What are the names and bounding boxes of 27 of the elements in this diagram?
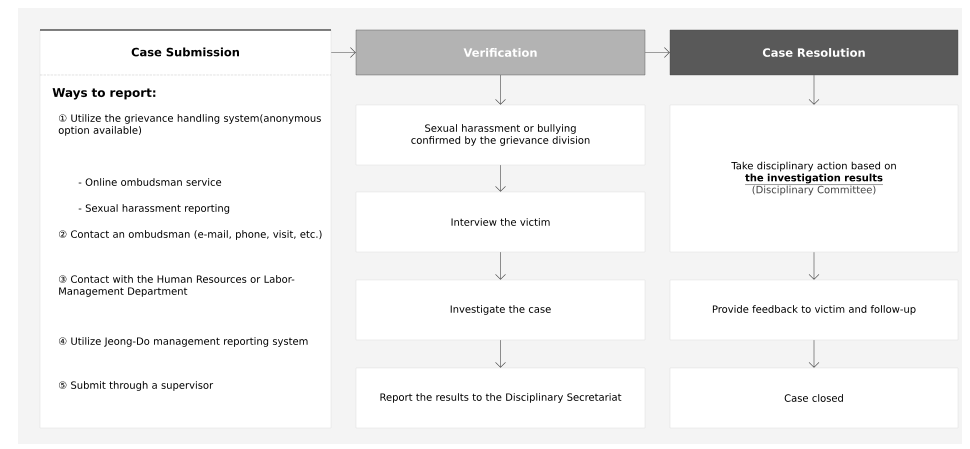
process-box: Sexual harassment or bullying confirmed by the grievance division — [356, 104, 646, 166]
arrow — [808, 252, 820, 280]
process-box: Report the results to the Disciplinary Secretariat — [356, 368, 646, 428]
process-box: Take disciplinary action based on the investigation results (Disciplinary Committee) — [670, 104, 958, 252]
subheading-text: Ways to report: — [52, 88, 156, 100]
arrow — [330, 47, 356, 58]
process-box: Case closed — [670, 368, 958, 428]
list-item: - Sexual harassment reporting — [78, 204, 230, 214]
process-box: Investigate the case — [356, 280, 646, 340]
list-item: ① Utilize the grievance handling system(anonymous option available) — [58, 114, 321, 136]
process-box: Provide feedback to victim and follow-up — [670, 280, 958, 340]
list-item: ⑤ Submit through a supervisor — [58, 381, 214, 391]
arrow — [495, 252, 506, 280]
process-box: Interview the victim — [356, 192, 646, 252]
arrow — [495, 164, 506, 192]
column-heading: Case Submission — [132, 48, 239, 56]
list-item: ④ Utilize Jeong-Do management reporting system — [58, 337, 308, 347]
list-item: ③ Contact with the Human Resources or Labor-Management Department — [58, 275, 294, 297]
stage-header: Case Resolution — [670, 30, 958, 76]
arrow — [808, 74, 820, 105]
arrow — [495, 340, 506, 368]
list-item: ② Contact an ombudsman (e-mail, phone, visit, etc.) — [58, 230, 322, 240]
arrow — [808, 340, 820, 368]
list-item: - Online ombudsman service — [78, 178, 222, 186]
arrow — [644, 47, 670, 58]
arrow — [495, 74, 506, 105]
stage-header: Verification — [356, 30, 646, 76]
